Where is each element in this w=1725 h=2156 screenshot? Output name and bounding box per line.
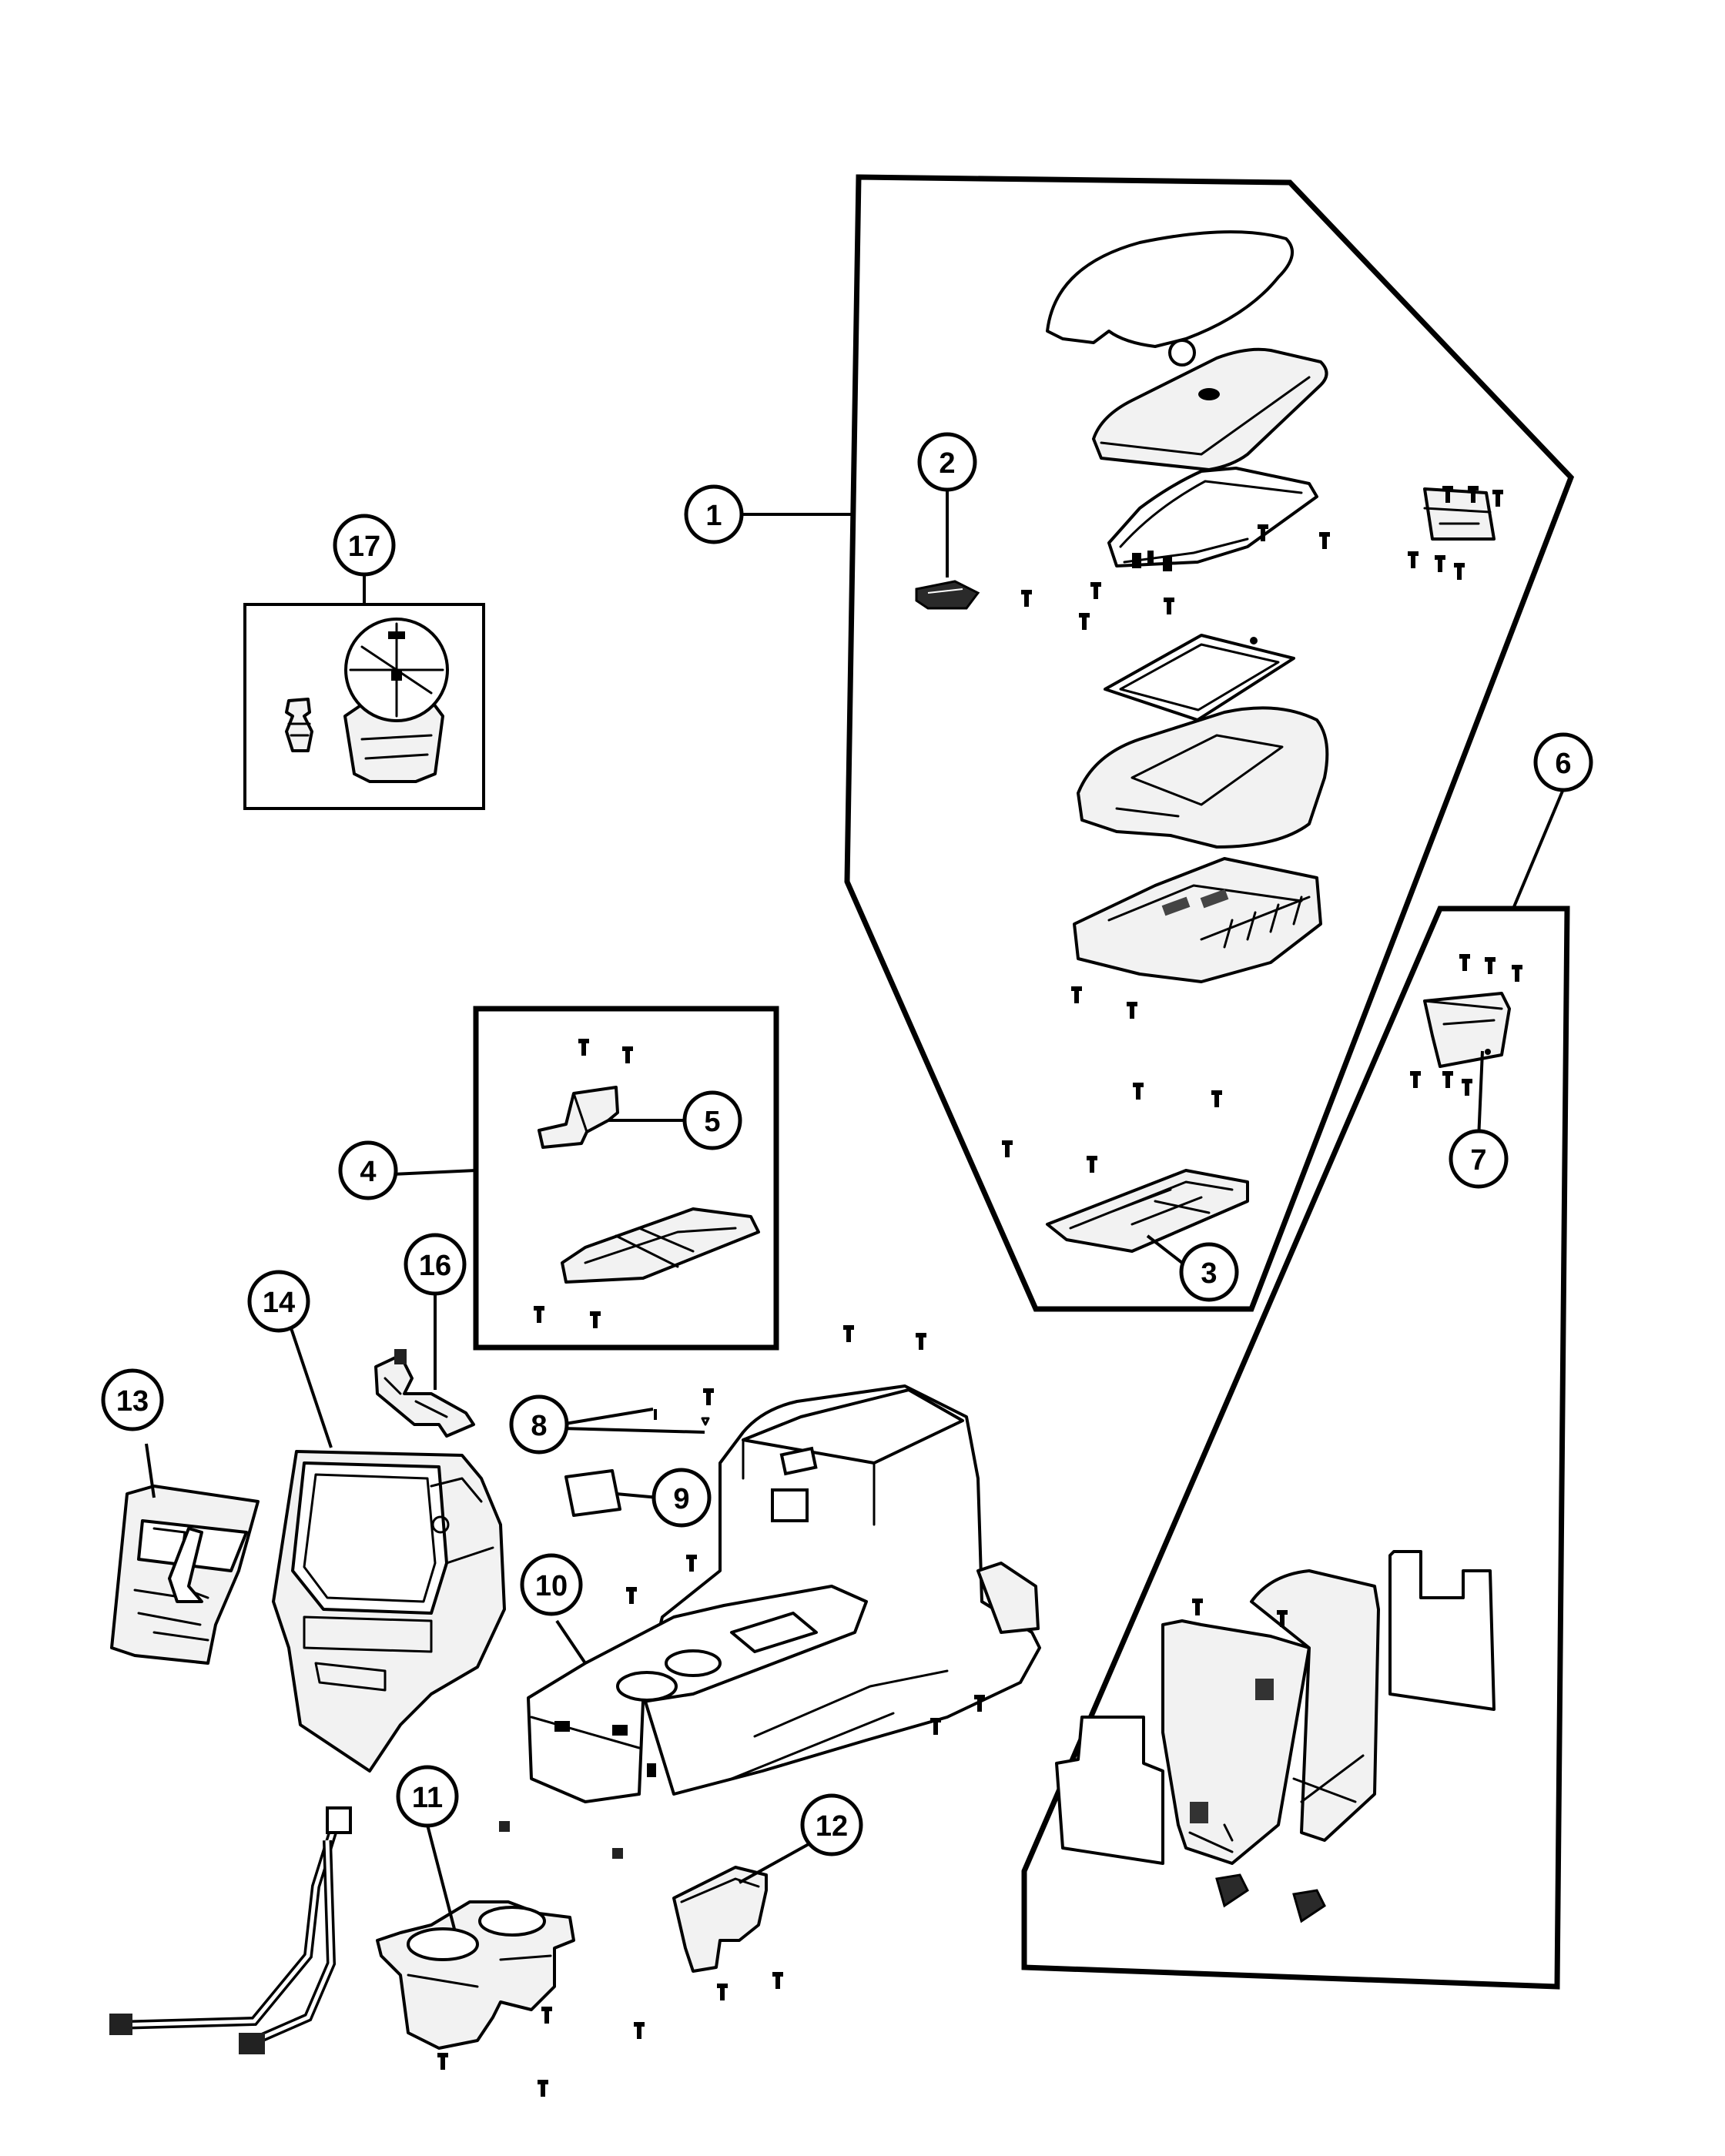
callout-3: 3 [1179, 1242, 1239, 1302]
svg-text:5: 5 [704, 1106, 720, 1138]
small-bin-screws [717, 1972, 783, 2000]
bracket-kit-box [473, 1006, 779, 1351]
shifter-trim-panel [110, 1485, 260, 1665]
svg-text:16: 16 [419, 1250, 451, 1282]
callout-6: 6 [1533, 732, 1593, 792]
svg-text:17: 17 [348, 531, 380, 563]
armrest-hinge-plate [1046, 1169, 1249, 1253]
callout-7: 7 [1449, 1129, 1509, 1189]
armrest-bin-upper [1077, 706, 1329, 849]
armrest-lid-top [1092, 347, 1328, 471]
armrest-lid-frame [1107, 467, 1318, 571]
svg-text:4: 4 [360, 1156, 376, 1188]
wiring-harness [109, 1806, 352, 2054]
armrest-assembly-outline [844, 174, 1575, 1312]
callout-17: 17 [333, 514, 396, 577]
storage-bin-latches [1215, 1873, 1326, 1923]
callout-14: 14 [247, 1270, 310, 1333]
console-clips [554, 1721, 656, 1777]
bracket-large [561, 1207, 760, 1284]
cupholder [376, 1900, 575, 2050]
svg-text:7: 7 [1470, 1144, 1486, 1177]
armrest-latch [915, 580, 980, 610]
svg-text:9: 9 [673, 1483, 689, 1515]
mounting-bracket [374, 1349, 475, 1438]
svg-text:12: 12 [816, 1810, 848, 1843]
callout-10: 10 [520, 1553, 583, 1616]
storage-bin-mat-right [1388, 1550, 1496, 1711]
svg-text:11: 11 [412, 1782, 443, 1814]
callout-2: 2 [917, 432, 977, 492]
svg-text:1: 1 [705, 500, 722, 532]
center-stack-bezel [272, 1450, 506, 1773]
armrest-base-tray [1073, 857, 1322, 983]
svg-text:10: 10 [535, 1570, 568, 1602]
storage-bin-assembly-outline [1021, 906, 1570, 1990]
ashtray-cup [343, 618, 449, 783]
cigar-lighter [285, 698, 313, 752]
svg-text:14: 14 [263, 1287, 295, 1319]
armrest-lid-cover [1046, 230, 1294, 367]
svg-text:6: 6 [1555, 748, 1571, 780]
svg-text:2: 2 [939, 447, 955, 480]
callout-4: 4 [338, 1140, 398, 1200]
armrest-gasket [1104, 634, 1295, 721]
callout-1: 1 [684, 484, 744, 544]
misc-clips [499, 1821, 623, 1859]
callout-5: 5 [682, 1090, 742, 1150]
bracket-small [538, 1086, 619, 1149]
bracket-kit-screws [534, 1039, 633, 1328]
svg-text:13: 13 [116, 1385, 149, 1418]
callout-9: 9 [651, 1468, 712, 1528]
storage-bin-body [1161, 1569, 1380, 1865]
clip-parts [654, 1409, 710, 1426]
armrest-hinge-bracket-right [1423, 487, 1496, 541]
callout-12: 12 [800, 1793, 863, 1856]
callout-8: 8 [509, 1394, 569, 1455]
svg-text:8: 8 [531, 1410, 547, 1442]
callout-13: 13 [101, 1368, 164, 1431]
callout-16: 16 [404, 1233, 467, 1296]
small-storage-bin [672, 1866, 768, 1973]
console-top-bezel [527, 1585, 868, 1803]
svg-text:3: 3 [1201, 1257, 1217, 1290]
plug-cover [564, 1469, 621, 1517]
storage-bin-hinge [1423, 992, 1511, 1068]
leader-lines [145, 487, 1565, 1930]
storage-bin-mat-left [1055, 1716, 1164, 1865]
callout-11: 11 [396, 1765, 459, 1828]
